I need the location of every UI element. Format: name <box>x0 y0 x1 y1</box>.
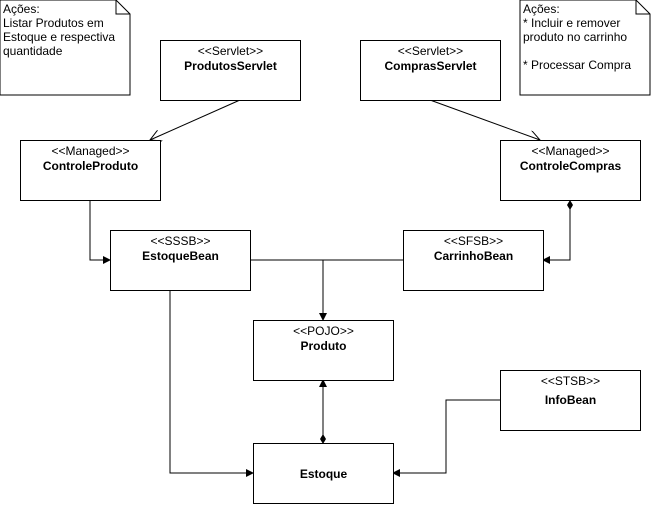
note-right-line <box>523 44 648 58</box>
edge-comprasservlet-controlecompras <box>429 99 540 140</box>
box-carrinho-bean[interactable]: <<SFSB>> CarrinhoBean <box>403 230 544 291</box>
stereotype-label: <<SFSB>> <box>443 234 504 248</box>
note-left-line: Estoque e respectiva <box>3 30 116 44</box>
box-estoque-bean[interactable]: <<SSSB>> EstoqueBean <box>110 230 251 291</box>
note-right-line: Ações: <box>523 2 560 16</box>
box-produto[interactable]: <<POJO>> Produto <box>253 320 394 381</box>
class-name: ComprasServlet <box>384 59 477 73</box>
box-compras-servlet[interactable]: <<Servlet>> ComprasServlet <box>360 40 501 101</box>
stereotype-label: <<SSSB>> <box>150 234 211 248</box>
edge-controlecompras-carrinhobean <box>542 201 571 264</box>
note-right: Ações: * Incluir e remover produto no ca… <box>523 2 648 72</box>
stereotype-label: <<Managed>> <box>531 144 610 158</box>
box-controle-compras[interactable]: <<Managed>> ControleCompras <box>500 140 641 201</box>
stereotype-label: <<Servlet>> <box>397 44 464 58</box>
edge-controleproduto-estoquebean <box>89 200 111 264</box>
box-produtos-servlet[interactable]: <<Servlet>> ProdutosServlet <box>160 40 301 101</box>
diamond-controlecompras <box>567 200 573 210</box>
note-left-line: Listar Produtos em <box>3 16 104 30</box>
note-left-line: Ações: <box>3 2 40 16</box>
note-right-line: * Incluir e remover <box>523 16 621 30</box>
class-name: CarrinhoBean <box>433 249 514 263</box>
note-right-line: produto no carrinho <box>523 30 628 44</box>
class-name: ProdutosServlet <box>184 59 277 73</box>
box-controle-produto[interactable]: <<Managed>> ControleProduto <box>20 140 161 201</box>
box-info-bean[interactable]: <<STSB>> InfoBean <box>500 370 641 431</box>
edge-infobean-estoque <box>392 399 500 477</box>
edge-estoquebean-estoque <box>169 290 254 477</box>
edge-produtosservlet-controleproduto <box>150 99 241 140</box>
note-right-fold <box>635 0 650 15</box>
class-name: EstoqueBean <box>142 249 219 263</box>
stereotype-label: <<STSB>> <box>540 374 601 388</box>
note-left-line: quantidade <box>3 44 63 58</box>
note-left-fold <box>115 0 130 15</box>
note-right-shape <box>519 0 651 96</box>
stereotype-label: <<POJO>> <box>293 324 354 338</box>
class-name: ControleProduto <box>42 159 139 173</box>
class-name: ControleCompras <box>519 159 622 173</box>
note-left: Ações: Listar Produtos em Estoque e resp… <box>3 2 128 58</box>
diamond-estoque <box>320 434 326 444</box>
class-name: Produto <box>300 339 347 353</box>
class-name: Estoque <box>299 466 348 481</box>
box-estoque[interactable]: Estoque <box>253 443 394 504</box>
note-left-shape <box>0 0 131 96</box>
note-right-line: * Processar Compra <box>523 58 632 72</box>
stereotype-label: <<Managed>> <box>51 144 130 158</box>
stereotype-label: <<Servlet>> <box>197 44 264 58</box>
class-name: InfoBean <box>544 393 597 407</box>
